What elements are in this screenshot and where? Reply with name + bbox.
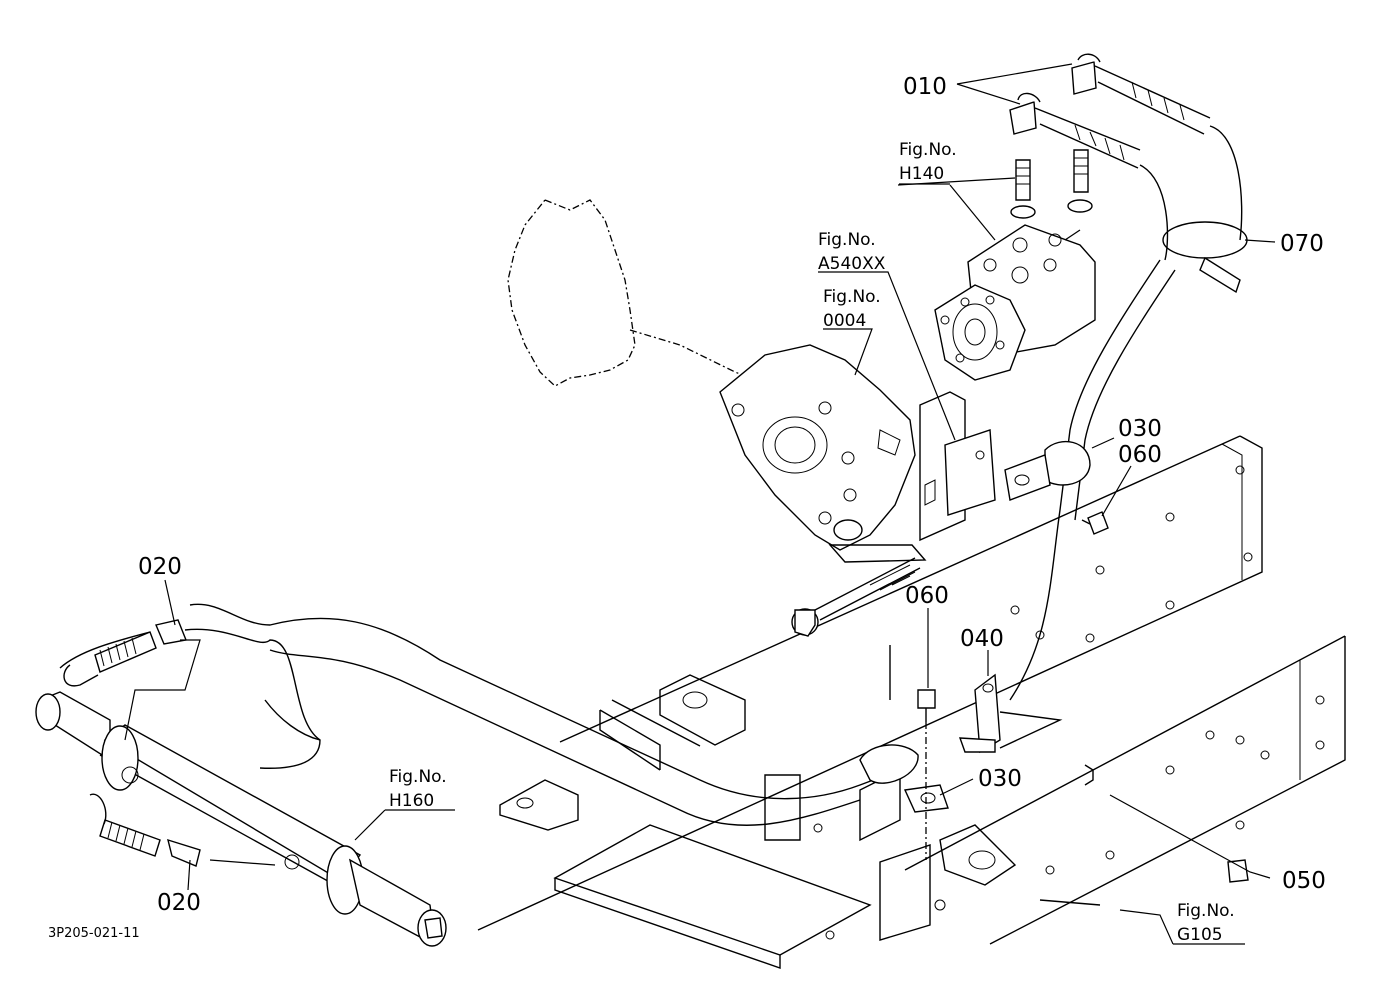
fitting-020-top bbox=[63, 619, 187, 687]
callout-020-top: 020 bbox=[138, 554, 182, 580]
callout-040: 040 bbox=[960, 626, 1004, 652]
drawing-code: 3P205-021-11 bbox=[48, 926, 140, 941]
floor-plates bbox=[499, 645, 1101, 969]
hose-clamp-030-upper bbox=[1004, 440, 1091, 501]
callout-030-lower: 030 bbox=[978, 766, 1022, 792]
callout-070: 070 bbox=[1280, 231, 1324, 257]
figure-references: Fig.No. H140 Fig.No. A540XX Fig.No. 0004… bbox=[389, 140, 1235, 945]
hose-clamp-030-lower bbox=[859, 744, 949, 813]
callout-060-lower: 060 bbox=[905, 583, 949, 609]
figref-a540xx-label: Fig.No. bbox=[818, 230, 876, 250]
mounting-plate-a540xx bbox=[919, 391, 996, 542]
figref-h140-label: Fig.No. bbox=[899, 140, 957, 160]
frame-rail-lower bbox=[904, 635, 1346, 945]
pump-flange-0004 bbox=[719, 344, 927, 563]
figref-g105-label: Fig.No. bbox=[1177, 901, 1235, 921]
figref-h160-label: Fig.No. bbox=[389, 767, 447, 787]
leader-lines bbox=[124, 63, 1276, 945]
figref-g105-number: G105 bbox=[1177, 925, 1223, 945]
hose-elbows-010 bbox=[1009, 53, 1101, 135]
figref-h160-number: H160 bbox=[389, 791, 434, 811]
steering-pump-h140 bbox=[934, 224, 1096, 381]
hose-upper bbox=[1034, 65, 1243, 261]
fitting-020-bottom bbox=[89, 793, 201, 867]
steering-cylinder-h160 bbox=[35, 691, 447, 947]
bracket-040 bbox=[958, 673, 1001, 754]
main-hose bbox=[59, 259, 1176, 826]
figref-0004-label: Fig.No. bbox=[823, 287, 881, 307]
bolt-060-lower bbox=[917, 689, 936, 860]
callout-060-upper: 060 bbox=[1118, 442, 1162, 468]
pump-adapters bbox=[1010, 149, 1093, 219]
figref-h140-number: H140 bbox=[899, 164, 944, 184]
figref-0004-number: 0004 bbox=[823, 311, 866, 331]
figref-a540xx-number: A540XX bbox=[818, 254, 886, 274]
callout-050: 050 bbox=[1282, 868, 1326, 894]
callout-030-upper: 030 bbox=[1118, 416, 1162, 442]
cable-tie-070 bbox=[1162, 221, 1248, 294]
stud-bolt bbox=[791, 557, 921, 637]
bolt-050 bbox=[1227, 859, 1249, 883]
bolt-060-upper bbox=[1081, 511, 1109, 535]
callout-labels: 010 020 020 030 060 070 060 040 030 050 bbox=[138, 74, 1326, 916]
engine-outline bbox=[507, 199, 756, 387]
callout-010: 010 bbox=[903, 74, 947, 100]
callout-020-bottom: 020 bbox=[157, 890, 201, 916]
